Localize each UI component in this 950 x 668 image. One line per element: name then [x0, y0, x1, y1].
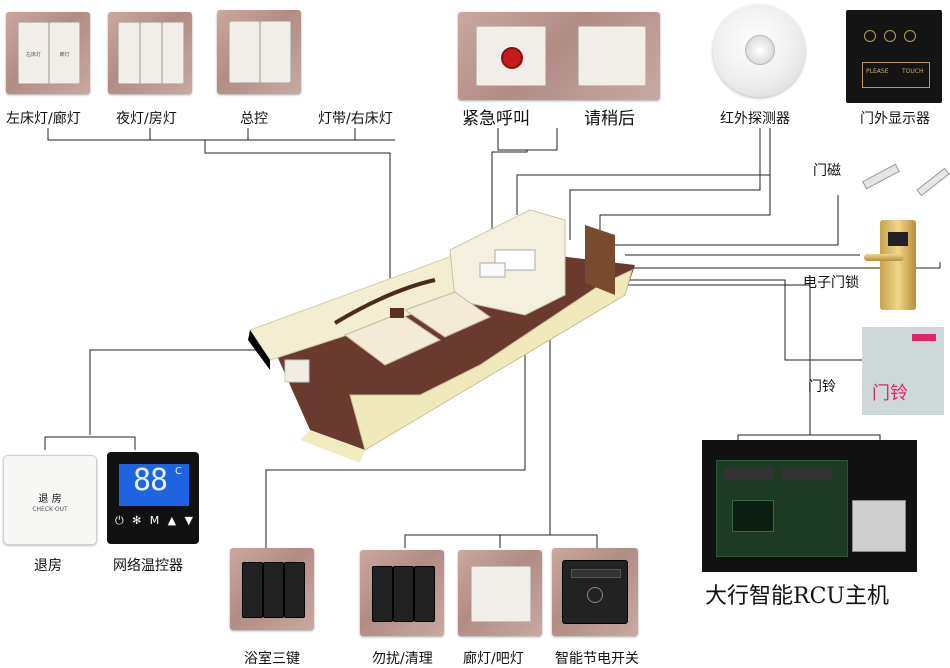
thermostat-display: 88 — [133, 463, 168, 498]
sensor-lens-icon — [745, 35, 775, 65]
door-display-device: PLEASE TOUCH — [846, 10, 942, 103]
power-icon: ⏻ — [115, 514, 124, 527]
label-rcu-host: 大行智能RCU主机 — [705, 584, 889, 609]
wire — [569, 128, 761, 240]
clean-icon — [904, 30, 916, 42]
dnd-icon — [884, 30, 896, 42]
checkout-device: 退 房 CHECK OUT — [3, 455, 97, 545]
label-please-wait: 请稍后 — [584, 109, 635, 129]
thermostat-unit: C — [175, 466, 182, 477]
wire — [265, 330, 526, 550]
bell-icon — [864, 30, 876, 42]
label-door-magnet: 门磁 — [813, 163, 841, 179]
lock-handle-icon — [864, 254, 904, 261]
doorbell-indicator — [912, 334, 936, 341]
doorbell-panel-text: 门铃 — [872, 383, 908, 404]
up-arrow-icon: ▲ — [167, 514, 177, 527]
label-thermostat: 网络温控器 — [113, 558, 183, 574]
label-checkout: 退房 — [34, 558, 62, 574]
wire — [610, 195, 839, 246]
e-lock-device — [864, 212, 934, 312]
wire — [44, 436, 136, 450]
display-touch-text: TOUCH — [902, 68, 924, 75]
emergency-call-panel — [458, 12, 660, 100]
down-arrow-icon: ▼ — [184, 514, 193, 527]
emergency-button-icon — [501, 47, 523, 69]
bath-three-key-switch — [230, 548, 314, 630]
label-energy-switch: 智能节电开关 — [555, 651, 639, 667]
dnd-clean-switch — [360, 550, 444, 636]
wire — [612, 284, 811, 435]
label-master: 总控 — [240, 111, 268, 127]
hotel-room-illustration — [248, 209, 635, 463]
label-dnd-clean: 勿扰/清理 — [372, 651, 433, 667]
label-left-bed-corridor: 左床灯/廊灯 — [6, 111, 81, 127]
corridor-bar-switch — [458, 550, 542, 636]
checkout-panel-title: 退 房 — [38, 494, 62, 505]
wire — [620, 279, 862, 361]
label-night-room: 夜灯/房灯 — [116, 111, 177, 127]
switch-left-bed-corridor: 左床灯 廊灯 — [6, 12, 90, 94]
rcu-host-device — [702, 440, 917, 572]
switch-night-room — [108, 12, 192, 94]
card-arrow-icon — [587, 587, 603, 603]
ir-detector-device — [713, 5, 805, 97]
label-e-lock: 电子门锁 — [803, 275, 859, 291]
wire — [204, 140, 391, 355]
label-strip-right-bed: 灯带/右床灯 — [318, 111, 393, 127]
thermostat-device: 88 C ⏻ ✻ M ▲ ▼ — [107, 452, 199, 544]
energy-switch-device — [552, 548, 638, 636]
wire — [737, 434, 881, 440]
doorbell-panel: 门铃 — [862, 327, 944, 415]
fan-icon: ✻ — [132, 514, 142, 527]
label-emergency-call: 紧急呼叫 — [462, 109, 530, 129]
label-door-display: 门外显示器 — [860, 111, 930, 127]
switch-master — [217, 10, 301, 94]
display-please-text: PLEASE — [866, 68, 889, 75]
checkout-panel-sub: CHECK OUT — [32, 506, 68, 513]
wire — [404, 534, 598, 548]
label-corridor-bar: 廊灯/吧灯 — [463, 651, 524, 667]
label-bath-three: 浴室三键 — [244, 651, 300, 667]
wire — [625, 262, 941, 269]
label-ir-detector: 红外探测器 — [720, 111, 790, 127]
thermostat-lcd — [119, 464, 189, 506]
wire — [47, 128, 395, 141]
mode-button: M — [149, 514, 160, 527]
wire — [497, 128, 558, 151]
label-doorbell: 门铃 — [808, 379, 836, 395]
